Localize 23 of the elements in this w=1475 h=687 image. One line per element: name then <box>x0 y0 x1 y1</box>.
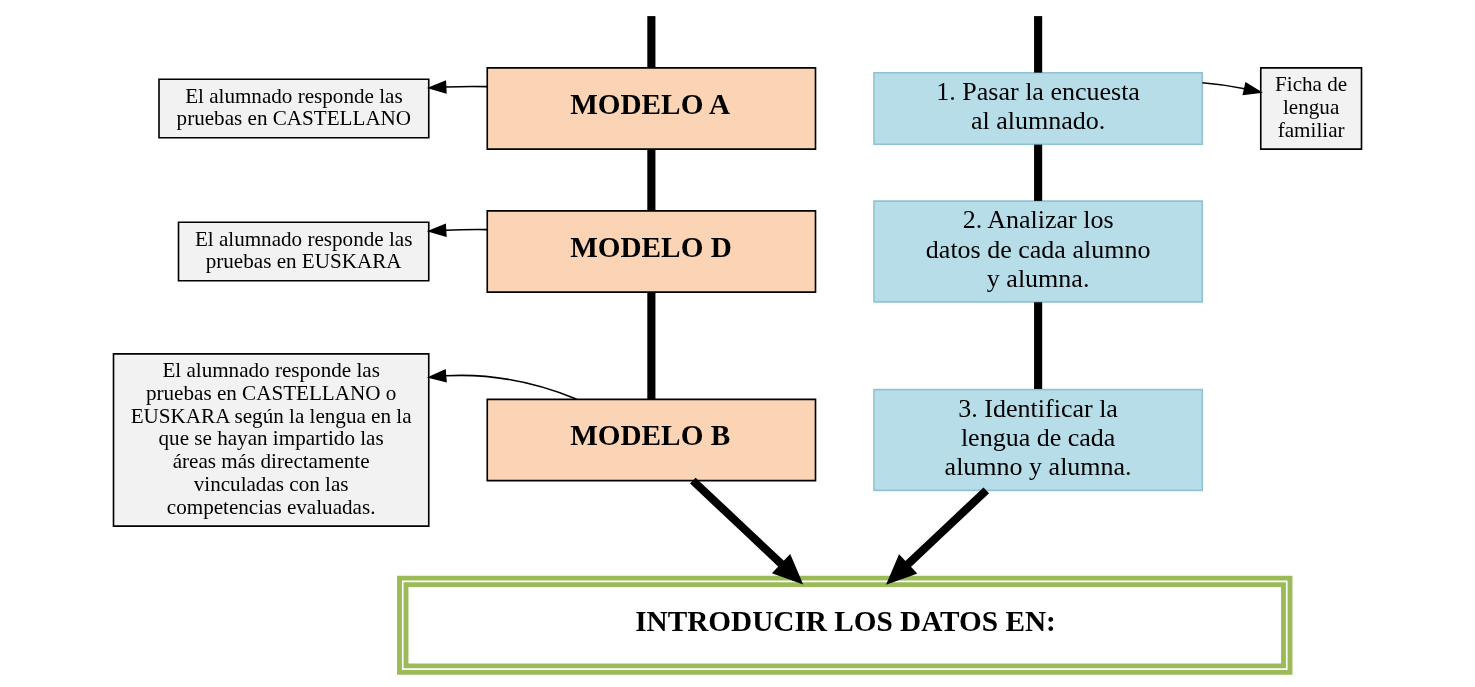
arrow <box>426 368 578 401</box>
node-box: MODELO A <box>486 67 817 150</box>
connector <box>647 16 656 68</box>
arrow <box>426 80 488 94</box>
node-box: 3. Identificar la lengua de cada alumno y alumna. <box>873 388 1204 492</box>
connector <box>647 149 656 211</box>
node-box: 1. Pasar la encuesta al alumnado. <box>873 71 1204 146</box>
arrow <box>886 487 990 585</box>
connector <box>1034 144 1043 201</box>
node-box: El alumnado responde las pruebas en CASTELLANO o EUSKARA según la lengua en la que se hayan impartido las áreas más directamente vinculadas con las competencias evaluadas. <box>112 353 430 527</box>
arrow <box>1201 81 1263 96</box>
arrow <box>426 223 488 238</box>
node-box: MODELO B <box>486 398 817 482</box>
arrow <box>690 477 804 585</box>
connector <box>1034 302 1043 389</box>
connector <box>647 292 656 400</box>
node-box: Ficha de lengua familiar <box>1259 67 1363 150</box>
node-box: 2. Analizar los datos de cada alumno y alumna. <box>873 200 1204 303</box>
node-box: MODELO D <box>486 210 817 293</box>
connector <box>1034 16 1043 73</box>
node-box: El alumnado responde las pruebas en EUSKARA <box>177 221 430 282</box>
node-box: INTRODUCIR LOS DATOS EN: <box>397 575 1293 675</box>
node-box: El alumnado responde las pruebas en CASTELLANO <box>158 78 430 139</box>
